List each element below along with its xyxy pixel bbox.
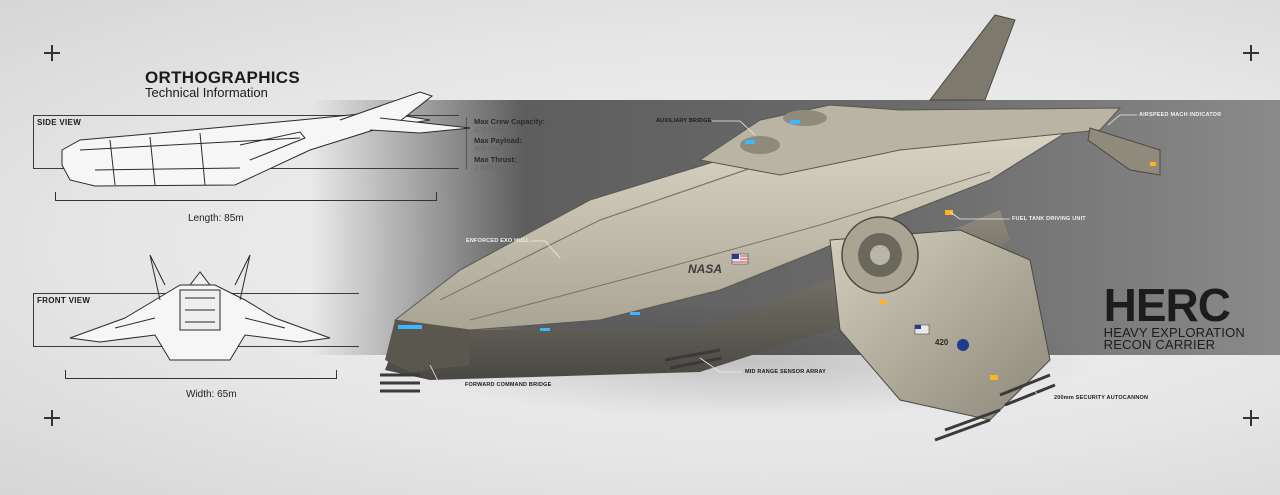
spec-key: Max Thrust: xyxy=(474,155,517,164)
callout-auxiliary-bridge: AUXILIARY BRIDGE xyxy=(656,118,712,124)
front-view-drawing xyxy=(69,254,331,361)
spec-value: 2 800 000 lbf xyxy=(474,163,518,172)
product-subtitle-line1: HEAVY EXPLORATION xyxy=(1103,325,1245,340)
wing-number-text: 420 xyxy=(935,338,949,347)
width-dimension-text: Width: 65m xyxy=(186,389,237,400)
length-dimension-text: Length: 85m xyxy=(188,213,244,224)
crosshair-icon xyxy=(1243,45,1259,61)
spec-list: Max Crew Capacity: 125 Humans Max Payloa… xyxy=(474,118,545,175)
spec-value: 400 000 kg xyxy=(474,144,512,153)
side-view-label: SIDE VIEW xyxy=(37,118,82,127)
callout-autocannon: 200mm SECURITY AUTOCANNON xyxy=(1054,395,1149,401)
callout-airspeed-indicator: AIRSPEED MACH INDICATOR xyxy=(1139,112,1222,118)
crosshair-icon xyxy=(44,410,60,426)
callout-fuel-tank: FUEL TANK DRIVING UNIT xyxy=(1012,216,1086,222)
crosshair-icon xyxy=(44,45,60,61)
herc-ship-illustration xyxy=(380,14,1161,442)
side-view-drawing xyxy=(61,91,471,187)
spec-value: 125 Humans xyxy=(474,125,517,134)
specs-divider xyxy=(466,117,467,169)
product-branding: HERC HEAVY EXPLORATION RECON CARRIER xyxy=(1103,279,1245,352)
callout-sensor-array: MID RANGE SENSOR ARRAY xyxy=(745,369,827,375)
callout-forward-bridge: FORWARD COMMAND BRIDGE xyxy=(465,382,552,388)
hull-text: NASA 420 xyxy=(688,262,949,347)
length-dimension-line xyxy=(55,192,437,201)
callout-leaders xyxy=(429,114,1137,399)
product-name: HERC xyxy=(1103,279,1231,331)
crosshair-icon xyxy=(1243,410,1259,426)
spec-key: Max Payload: xyxy=(474,136,522,145)
front-view-label: FRONT VIEW xyxy=(37,296,91,305)
page-subtitle: Technical Information xyxy=(145,85,268,100)
page-title: ORTHOGRAPHICS xyxy=(145,68,301,87)
callout-exo-hull: ENFORCED EXO HULL xyxy=(466,238,530,244)
hull-agency-text: NASA xyxy=(688,262,722,276)
width-dimension-line xyxy=(65,370,337,379)
product-subtitle-line2: RECON CARRIER xyxy=(1103,337,1216,352)
spec-key: Max Crew Capacity: xyxy=(474,117,545,126)
